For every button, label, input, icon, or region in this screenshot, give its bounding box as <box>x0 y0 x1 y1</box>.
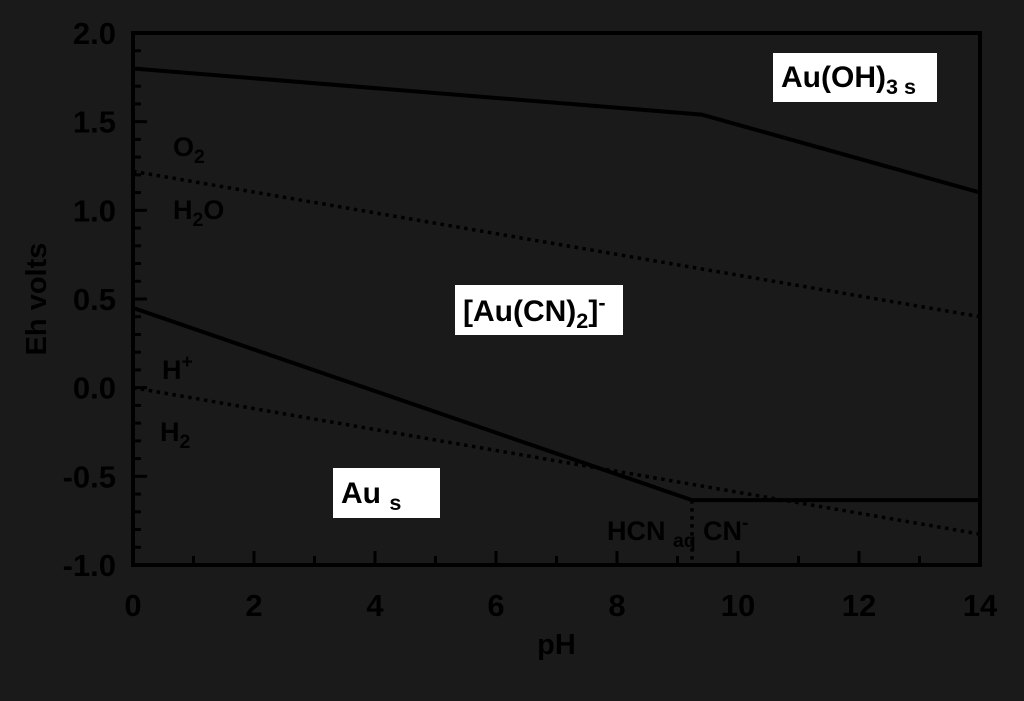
y-tick-label-0.0: 0.0 <box>73 371 116 406</box>
label-cn-label: CN- <box>703 512 748 546</box>
label-h2o-label: H2O <box>173 195 224 231</box>
label-au-oh3-region: Au(OH)3 s <box>781 61 916 99</box>
x-tick-label-8: 8 <box>608 588 625 623</box>
label-au-region: Au s <box>341 477 401 515</box>
region-box-au-oh3-region <box>773 53 937 102</box>
label-au-cn2-region: [Au(CN)2]- <box>463 290 606 333</box>
series-h-plus-h2-line <box>132 385 981 536</box>
x-tick-label-0: 0 <box>124 588 141 623</box>
region-box-au-region <box>333 468 440 518</box>
label-h2-label: H2 <box>160 417 191 453</box>
y-tick-label-1.0: 1.0 <box>73 193 116 228</box>
x-tick-label-14: 14 <box>963 588 998 623</box>
y-tick-label-1.5: 1.5 <box>73 105 116 140</box>
series-au-oh3-au-cn2-boundary <box>132 66 981 195</box>
x-tick-label-6: 6 <box>487 588 504 623</box>
y-tick-label-2.0: 2.0 <box>73 16 116 51</box>
y-tick-label-0.5: 0.5 <box>73 282 116 317</box>
x-tick-label-12: 12 <box>842 588 876 623</box>
x-tick-label-10: 10 <box>721 588 755 623</box>
y-axis-title: Eh volts <box>21 243 53 356</box>
x-tick-label-4: 4 <box>366 588 384 623</box>
label-o2-label: O2 <box>173 132 205 168</box>
label-h-plus-label: H+ <box>162 351 193 385</box>
y-tick-label--0.5: -0.5 <box>63 459 116 494</box>
y-tick-label--1.0: -1.0 <box>63 548 116 583</box>
x-axis-title: pH <box>537 629 576 661</box>
x-tick-label-2: 2 <box>245 588 262 623</box>
label-hcn-label: HCN aq <box>607 516 696 552</box>
series-au-au-cn2-boundary <box>132 306 980 503</box>
region-box-au-cn2-region <box>455 285 623 335</box>
